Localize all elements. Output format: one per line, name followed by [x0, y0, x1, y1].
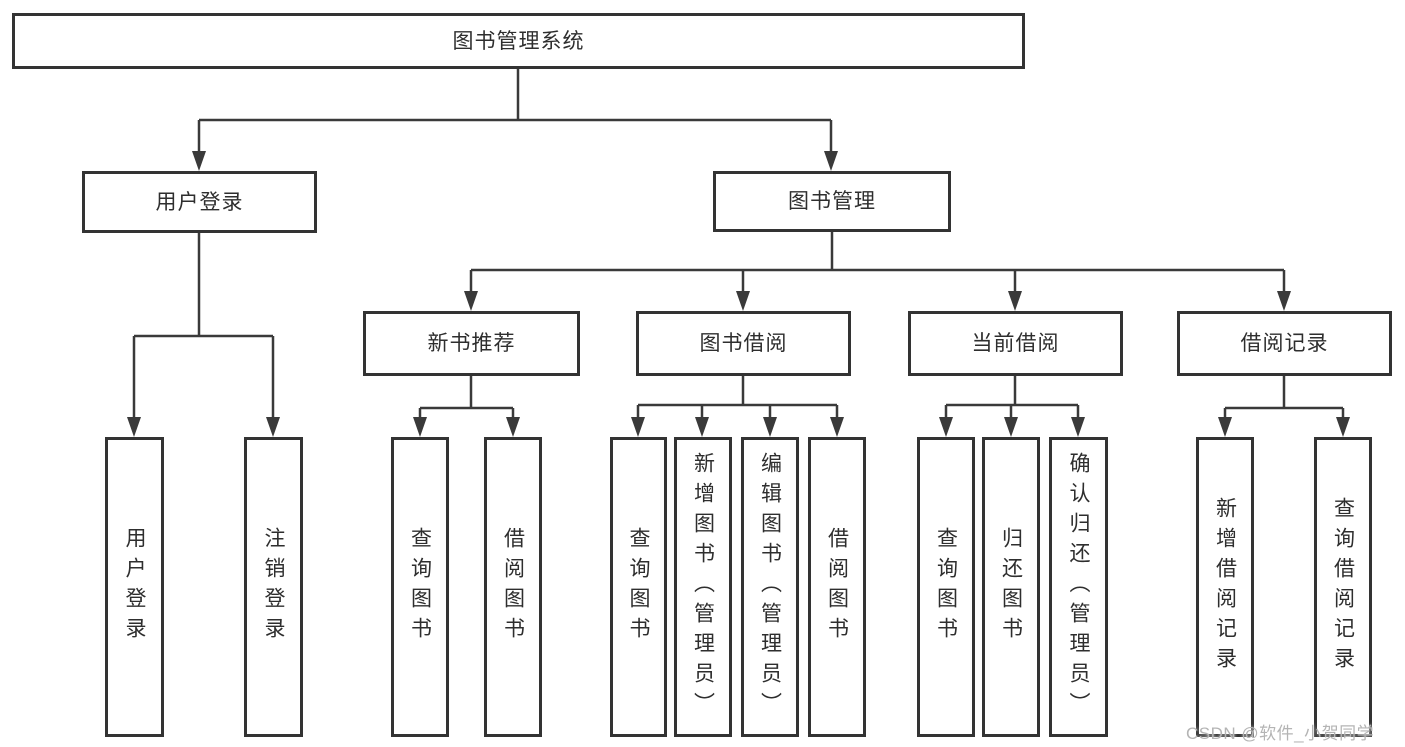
watermark: CSDN @软件_小贺同学 [1186, 724, 1375, 743]
leaf-query-books-current: 查询图书 [917, 437, 975, 737]
node-user-login: 用户登录 [82, 171, 317, 233]
leaf-confirm-return-admin: 确认归还（管理员） [1049, 437, 1108, 737]
arrow-shafts [132, 120, 1345, 421]
arrowhead [192, 151, 206, 171]
node-new-book-recommendation: 新书推荐 [363, 311, 580, 376]
arrowhead [824, 151, 838, 171]
arrowhead [939, 417, 953, 437]
leaf-borrow-books-borrow: 借阅图书 [808, 437, 866, 737]
arrowhead [1071, 417, 1085, 437]
leaf-query-books-borrow: 查询图书 [610, 437, 667, 737]
arrowhead [1008, 291, 1022, 311]
node-current-borrowing: 当前借阅 [908, 311, 1123, 376]
arrowhead [1004, 417, 1018, 437]
arrowhead [1218, 417, 1232, 437]
leaf-add-books-admin: 新增图书（管理员） [674, 437, 732, 737]
arrowhead [464, 291, 478, 311]
arrowhead [1277, 291, 1291, 311]
arrowheads [127, 151, 1350, 437]
leaf-query-books-recommend: 查询图书 [391, 437, 449, 737]
leaf-logout: 注销登录 [244, 437, 303, 737]
node-library-system: 图书管理系统 [12, 13, 1025, 69]
arrowhead [736, 291, 750, 311]
arrowhead [413, 417, 427, 437]
arrowhead [1336, 417, 1350, 437]
node-borrowing-records: 借阅记录 [1177, 311, 1392, 376]
leaf-edit-books-admin: 编辑图书（管理员） [741, 437, 799, 737]
arrowhead [266, 417, 280, 437]
node-book-borrowing: 图书借阅 [636, 311, 851, 376]
leaf-user-login: 用户登录 [105, 437, 164, 737]
arrowhead [830, 417, 844, 437]
arrowhead [127, 417, 141, 437]
branch-rails [134, 68, 1343, 410]
leaf-return-books: 归还图书 [982, 437, 1040, 737]
arrowhead [631, 417, 645, 437]
leaf-query-borrow-record: 查询借阅记录 [1314, 437, 1372, 737]
arrowhead [695, 417, 709, 437]
node-book-management: 图书管理 [713, 171, 951, 232]
leaf-add-borrow-record: 新增借阅记录 [1196, 437, 1254, 737]
arrowhead [506, 417, 520, 437]
leaf-borrow-books-recommend: 借阅图书 [484, 437, 542, 737]
arrowhead [763, 417, 777, 437]
